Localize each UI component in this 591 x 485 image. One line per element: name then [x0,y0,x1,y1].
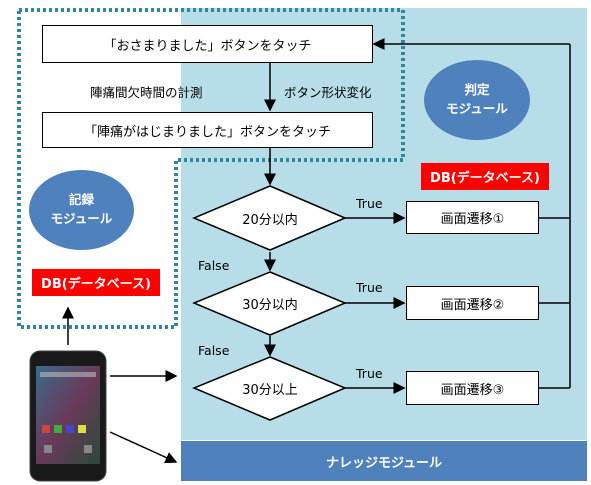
record-module-outline [17,8,405,329]
record-module-oval: 記録 モジュール [29,170,134,250]
decision-diamond-1 [192,185,347,251]
decision-2-true-label: True [356,280,383,295]
decision-2-condition: 30分以内 [242,297,298,313]
settled-button-step-label: 「おさまりました」ボタンをタッチ [103,38,312,54]
decision-3-condition: 30分以上 [242,382,298,398]
record-db-badge: DB(データベース) [32,269,160,296]
false-label-2: False [198,343,230,358]
decision-diamond-3 [192,356,347,421]
record-module-line2: モジュール [50,211,113,226]
settled-button-step: 「おさまりました」ボタンをタッチ [42,25,373,63]
record-db-label: DB(データベース) [41,277,151,292]
button-shape-change-label: ボタン形状変化 [284,85,372,100]
screen-transition-3-box: 画面遷移③ [406,371,539,405]
screen-transition-1-label: 画面遷移① [440,212,505,227]
screen-transition-3-label: 画面遷移③ [440,382,505,398]
judge-db-label: DB(データベース) [430,171,540,186]
decision-1-condition: 20分以内 [242,212,298,228]
arrow-phone-to-knowledge [109,431,178,464]
smartphone-icon [29,350,107,482]
judge-module-line1: 判定 [464,82,490,98]
decision-3-true-label: True [356,366,383,381]
judge-module-oval: 判定 モジュール [424,60,530,140]
interval-measure-label: 陣痛間欠時間の計測 [90,85,203,100]
screen-transition-2-box: 画面遷移② [406,286,539,320]
knowledge-module-label: ナレッジモジュール [325,455,443,471]
false-label-1: False [198,258,230,273]
knowledge-module-bar: ナレッジモジュール [181,441,587,481]
decision-diamond-2 [192,271,347,336]
screen-transition-2-label: 画面遷移② [440,297,505,313]
started-button-step: 「陣痛がはじまりました」ボタンをタッチ [42,112,373,148]
started-button-step-label: 「陣痛がはじまりました」ボタンをタッチ [83,124,331,140]
decision-1-true-label: True [356,196,383,211]
record-module-line1: 記録 [68,192,94,208]
screen-transition-1-box: 画面遷移① [406,201,539,234]
judge-module-line2: モジュール [446,101,508,116]
judge-db-badge: DB(データベース) [421,163,549,190]
